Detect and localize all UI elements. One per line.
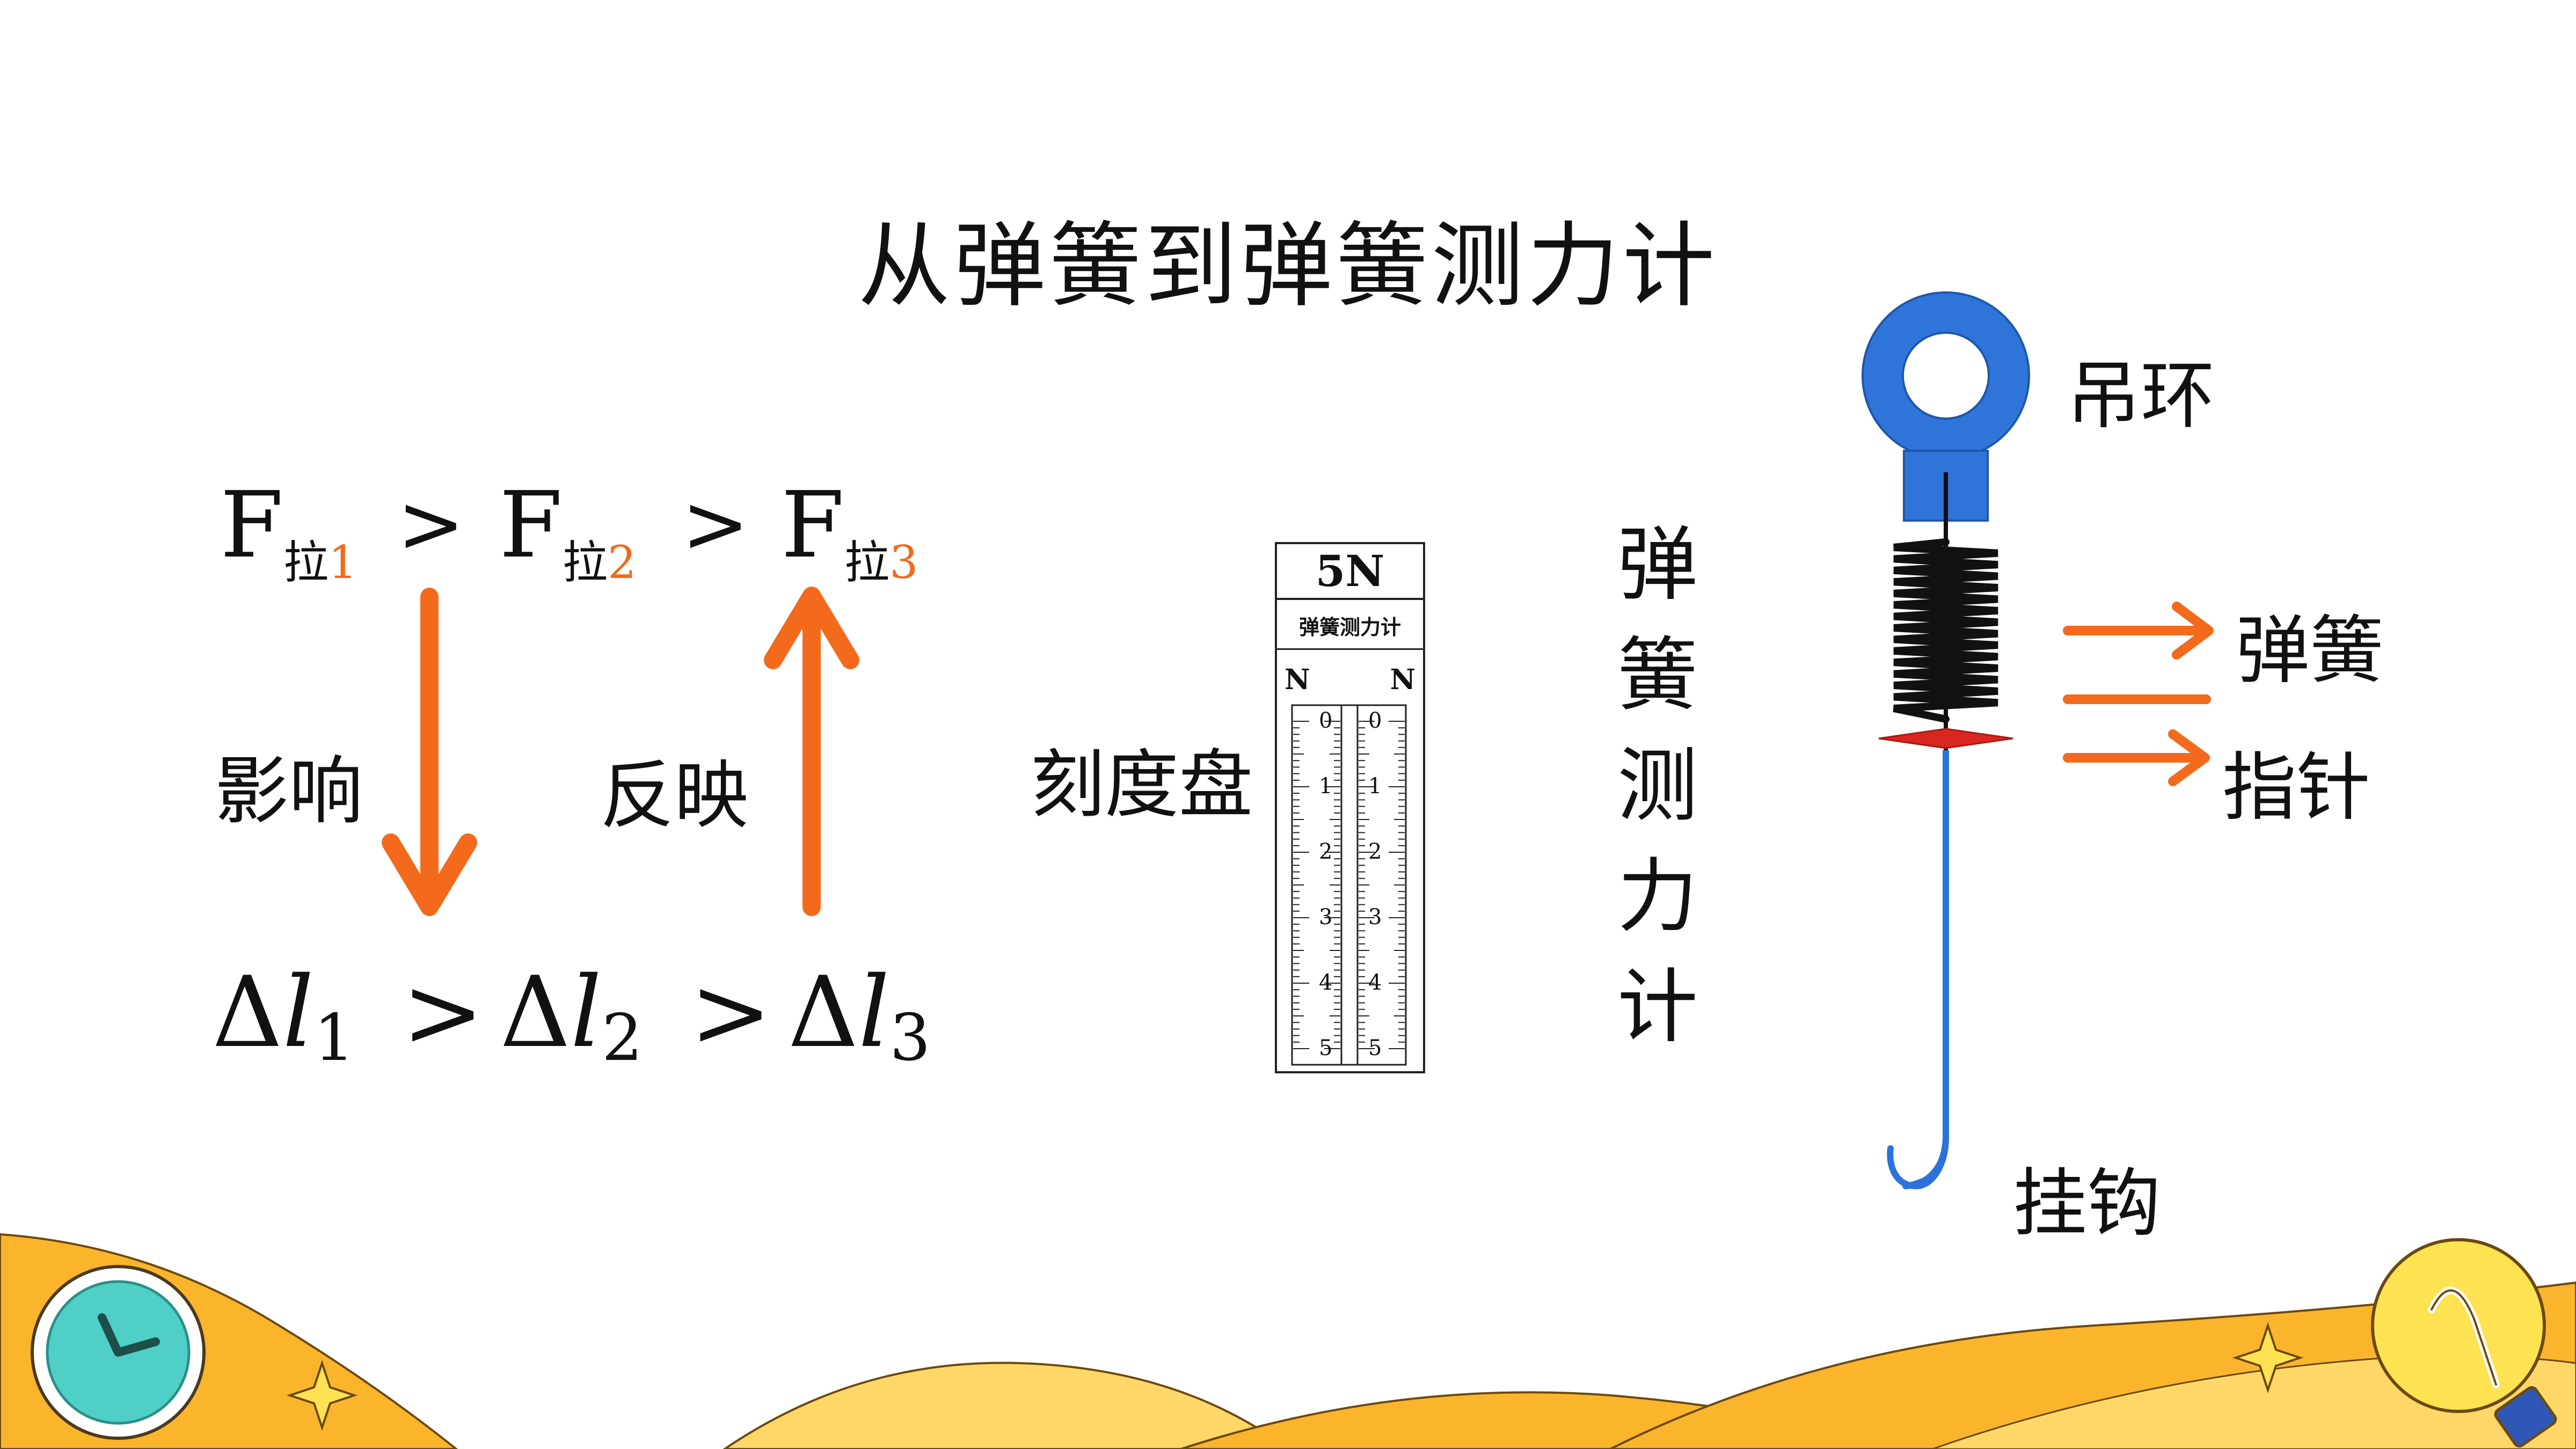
- delta-relation: Δl1 >Δl2 >Δl3: [212, 955, 931, 1075]
- label-ring: 吊环: [2067, 353, 2215, 439]
- part-arrow-pointer: [2063, 729, 2210, 786]
- arrow-right-icon: [2063, 729, 2210, 786]
- dial-range: 5N: [1277, 544, 1423, 600]
- dial-tick-label: 5: [1368, 1036, 1382, 1060]
- slide-title: 从弹簧到弹簧测力计: [858, 212, 1718, 320]
- dial-tick-label: 3: [1319, 905, 1333, 930]
- label-influence: 影响: [215, 748, 363, 835]
- spring-coil-icon: [1893, 538, 1998, 723]
- dial-scale-svg: [1291, 704, 1407, 1066]
- dial-label: 刻度盘: [1031, 742, 1253, 828]
- dial-tick-label: 4: [1368, 970, 1382, 995]
- spring-scale-diagram: [1862, 291, 2030, 1190]
- dial-unit-right: N: [1390, 663, 1415, 696]
- dial-tick-label: 1: [1368, 774, 1382, 799]
- dial-tick-label: 0: [1319, 708, 1333, 733]
- gt-sign-2: >: [682, 478, 749, 571]
- clock-icon: [31, 1265, 206, 1440]
- hook-icon: [1887, 1132, 1949, 1190]
- sparkle-icon: [2232, 1322, 2304, 1394]
- label-hook: 挂钩: [2013, 1160, 2162, 1247]
- arrow-up-icon: [764, 587, 859, 916]
- vertical-title: 弹 簧 测 力 计: [1617, 518, 1698, 1054]
- arrow-right-icon: [2063, 602, 2214, 660]
- dial-tick-label: 3: [1368, 905, 1382, 930]
- gt-sign-1: >: [397, 478, 465, 571]
- sparkle-icon: [286, 1359, 358, 1431]
- lightbulb-icon: [2371, 1238, 2557, 1448]
- dial-tick-label: 2: [1368, 839, 1382, 864]
- dial-tick-label: 5: [1319, 1036, 1333, 1060]
- force-2: F拉2: [499, 472, 637, 589]
- footer-decoration: [0, 1233, 2576, 1449]
- label-pointer: 指针: [2222, 744, 2371, 831]
- label-spring: 弹簧: [2236, 608, 2384, 694]
- label-reflect: 反映: [600, 752, 749, 839]
- dial-tick-label: 2: [1319, 839, 1333, 864]
- dial-name: 弹簧测力计: [1277, 606, 1423, 650]
- hanging-ring-icon: [1862, 291, 2030, 522]
- force-3: F拉3: [781, 472, 918, 589]
- arrow-down-icon: [382, 588, 477, 916]
- dial-unit-left: N: [1285, 663, 1310, 696]
- dial-tick-label: 1: [1319, 774, 1333, 799]
- part-arrows: [2063, 602, 2214, 704]
- dial-tick-label: 0: [1368, 708, 1382, 733]
- scale-dial: 5N 弹簧测力计 N N 0 0 1 1 2 2 3 3 4 4 5 5: [1275, 542, 1425, 1073]
- dial-tick-label: 4: [1319, 970, 1333, 995]
- force-1: F拉1: [220, 472, 357, 589]
- pointer-icon: [1878, 728, 2013, 749]
